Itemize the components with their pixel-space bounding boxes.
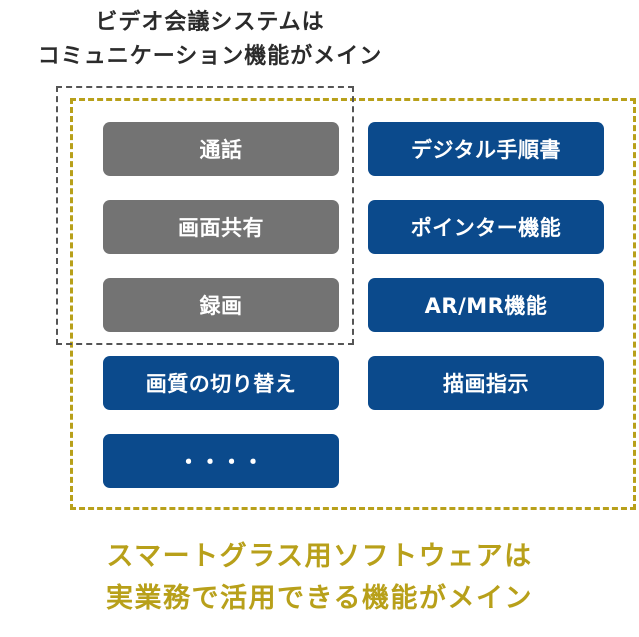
feature-more: ・・・・ [103, 434, 339, 488]
smart-glass-caption-line1: スマートグラス用ソフトウェアは [106, 541, 533, 572]
feature-pointer: ポインター機能 [368, 200, 604, 254]
smart-glass-caption: スマートグラス用ソフトウェアは 実業務で活用できる機能がメイン [0, 536, 639, 620]
smart-glass-caption-line2: 実業務で活用できる機能がメイン [106, 583, 533, 614]
feature-screen-share: 画面共有 [103, 200, 339, 254]
video-conference-caption: ビデオ会議システムは コミュニケーション機能がメイン [0, 6, 420, 74]
feature-call: 通話 [103, 122, 339, 176]
video-conference-frame [56, 86, 354, 345]
feature-digital-manual: デジタル手順書 [368, 122, 604, 176]
video-conference-caption-line1: ビデオ会議システムは [95, 10, 325, 35]
feature-ar-mr: AR/MR機能 [368, 278, 604, 332]
feature-recording: 録画 [103, 278, 339, 332]
feature-quality-switch: 画質の切り替え [103, 356, 339, 410]
feature-drawing-instruction: 描画指示 [368, 356, 604, 410]
video-conference-caption-line2: コミュニケーション機能がメイン [37, 44, 383, 69]
